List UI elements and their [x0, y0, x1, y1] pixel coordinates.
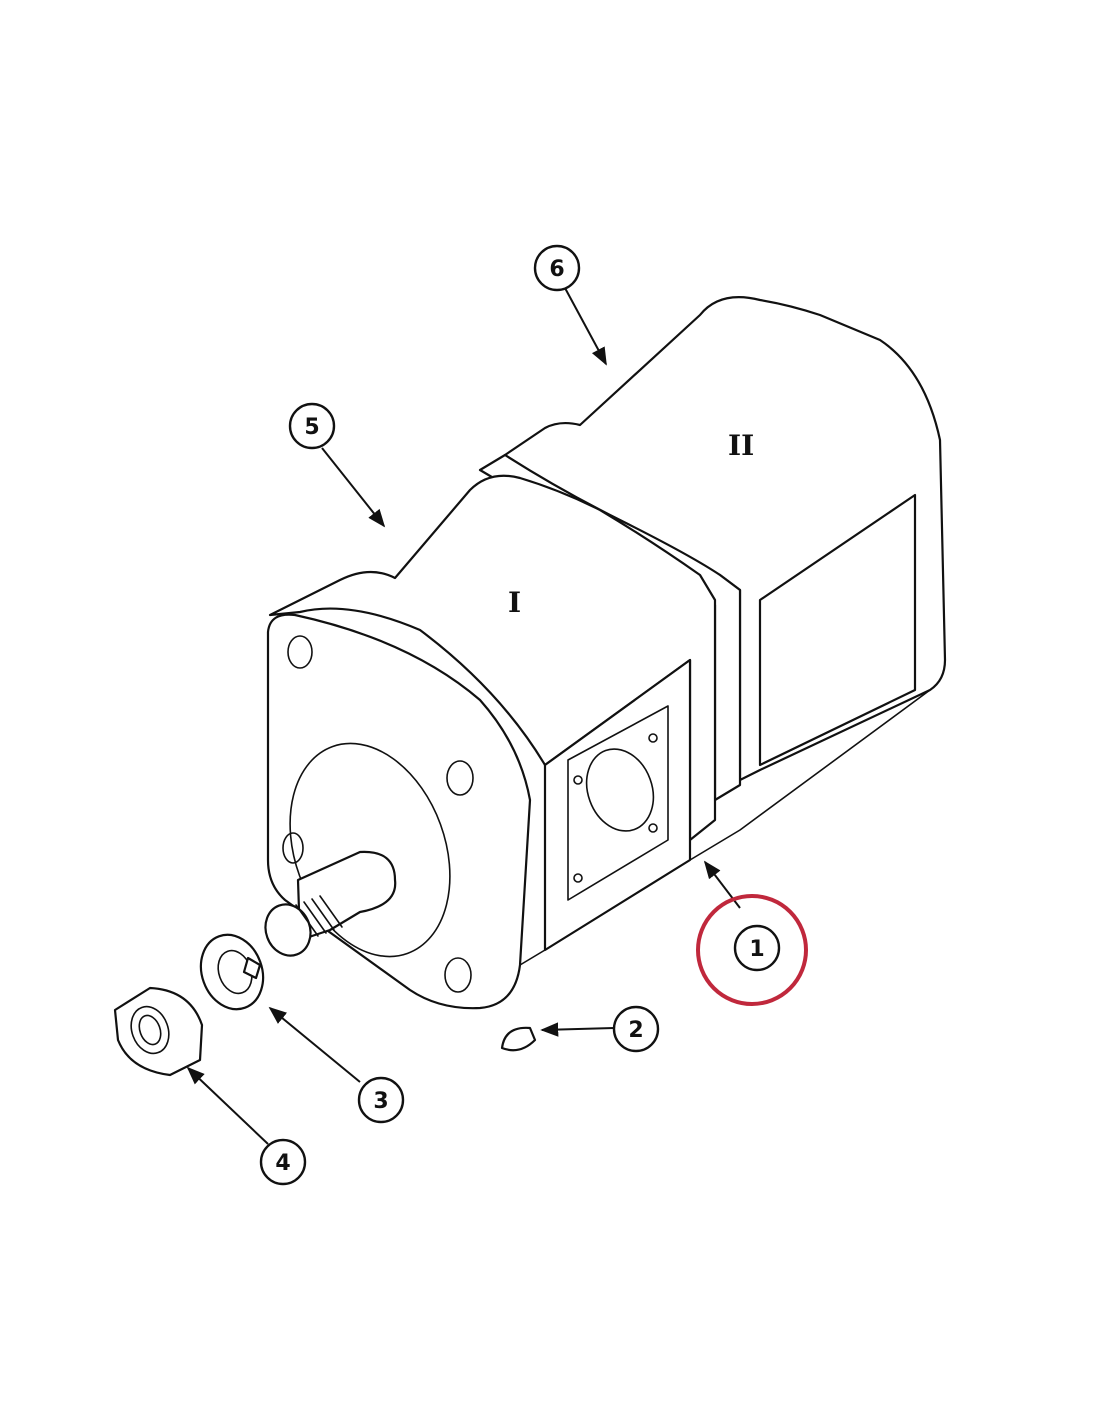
leader-5: [321, 447, 386, 528]
port-bolt: [648, 823, 658, 833]
callout-2[interactable]: 2: [612, 1005, 660, 1053]
section-label-i: I: [508, 586, 521, 619]
bolt-hole: [282, 832, 304, 864]
lock-washer: [199, 933, 265, 1011]
callout-4[interactable]: 4: [259, 1138, 307, 1186]
callout-5[interactable]: 5: [288, 402, 336, 450]
callout-3-label: 3: [373, 1089, 388, 1114]
section-label-ii: II: [728, 429, 754, 462]
bolt-hole: [287, 635, 313, 669]
callout-3[interactable]: 3: [357, 1076, 405, 1124]
callout-4-label: 4: [275, 1151, 290, 1176]
side-port: [585, 748, 655, 832]
leader-1: [703, 860, 741, 909]
leader-3: [268, 1006, 361, 1083]
port-bolt: [573, 873, 583, 883]
callout-1-highlight-ring: [696, 894, 808, 1006]
flange-boss: [289, 742, 451, 958]
callout-6[interactable]: 6: [533, 244, 581, 292]
drive-shaft: [296, 850, 397, 942]
bolt-hole: [444, 957, 472, 993]
side-port-flange: [567, 705, 669, 901]
port-bolt: [573, 775, 583, 785]
callout-1[interactable]: 1: [733, 924, 781, 972]
leader-4: [186, 1066, 269, 1145]
callout-5-label: 5: [304, 415, 319, 440]
callout-1-label: 1: [749, 937, 764, 962]
leader-2: [540, 1022, 615, 1037]
port-bolt: [648, 733, 658, 743]
body-bottom-edge: [519, 689, 931, 966]
shaft-threads: [295, 895, 343, 937]
bolt-hole: [446, 760, 474, 796]
rear-section-side: [758, 493, 917, 767]
callout-2-label: 2: [628, 1018, 643, 1043]
front-section-top: [268, 474, 717, 842]
pump-assembly: [264, 296, 947, 1010]
woodruff-key: [500, 1026, 537, 1052]
callout-6-label: 6: [549, 257, 564, 282]
leader-6: [564, 287, 607, 366]
hex-nut: [113, 986, 204, 1077]
